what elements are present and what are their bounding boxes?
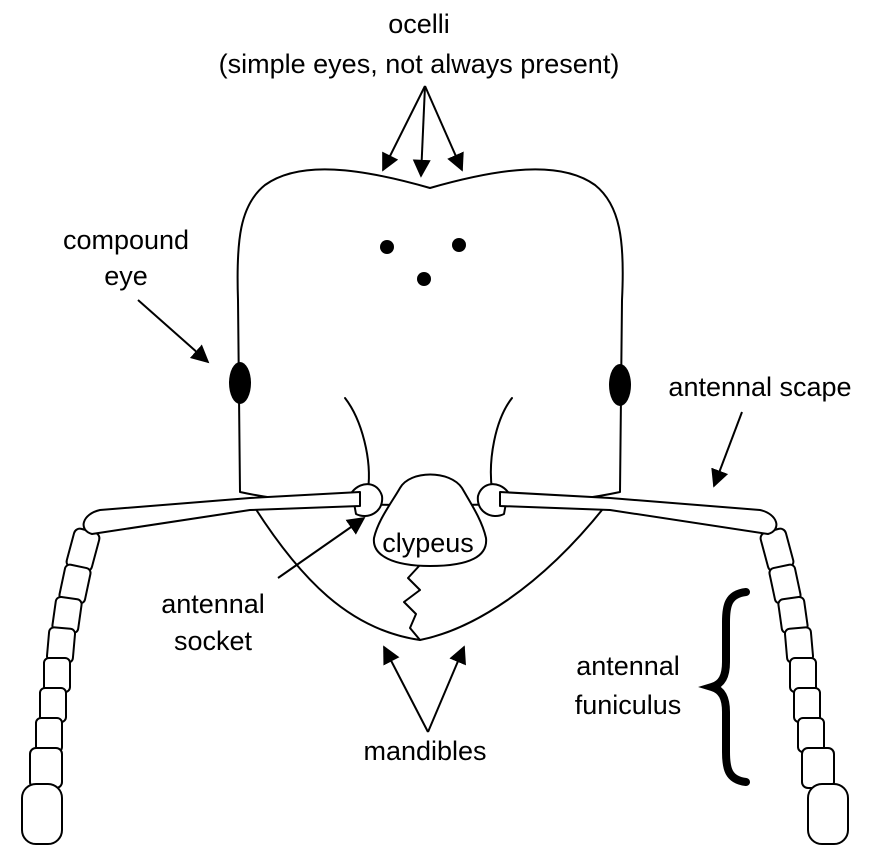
clypeus-label: clypeus xyxy=(382,528,474,558)
antennal-funiculus-label-line1: antennal xyxy=(576,651,680,681)
antennal-scape-label: antennal scape xyxy=(668,372,851,402)
median-ocellus xyxy=(417,272,431,286)
left-antennal-funiculus xyxy=(22,527,101,844)
compound-eye-label-line2: eye xyxy=(104,261,148,291)
antennal-funiculus-label-line2: funiculus xyxy=(575,690,682,720)
right-ocellus xyxy=(452,238,466,252)
funiculus-brace xyxy=(712,592,746,782)
right-compound-eye xyxy=(609,364,631,406)
mandibles-arrow-right xyxy=(428,647,464,732)
left-compound-eye xyxy=(229,362,251,404)
mandibles-arrow-left xyxy=(384,647,428,732)
ocelli-arrow-center xyxy=(421,86,425,176)
ocelli-note-label: (simple eyes, not always present) xyxy=(219,49,620,79)
compound-eye-label-line1: compound xyxy=(63,225,189,255)
antennal-scape-arrow xyxy=(714,412,742,486)
head-capsule xyxy=(238,169,623,505)
mandibles-label: mandibles xyxy=(363,736,486,766)
ocelli-label: ocelli xyxy=(388,9,450,39)
antennal-socket-label-line1: antennal xyxy=(161,589,265,619)
ocelli-arrow-left xyxy=(383,86,425,170)
left-ocellus xyxy=(380,240,394,254)
compound-eye-arrow xyxy=(138,300,208,362)
antennal-socket-label-line2: socket xyxy=(174,626,253,656)
right-antennal-funiculus xyxy=(759,527,848,844)
ocelli-arrow-right xyxy=(425,86,462,170)
